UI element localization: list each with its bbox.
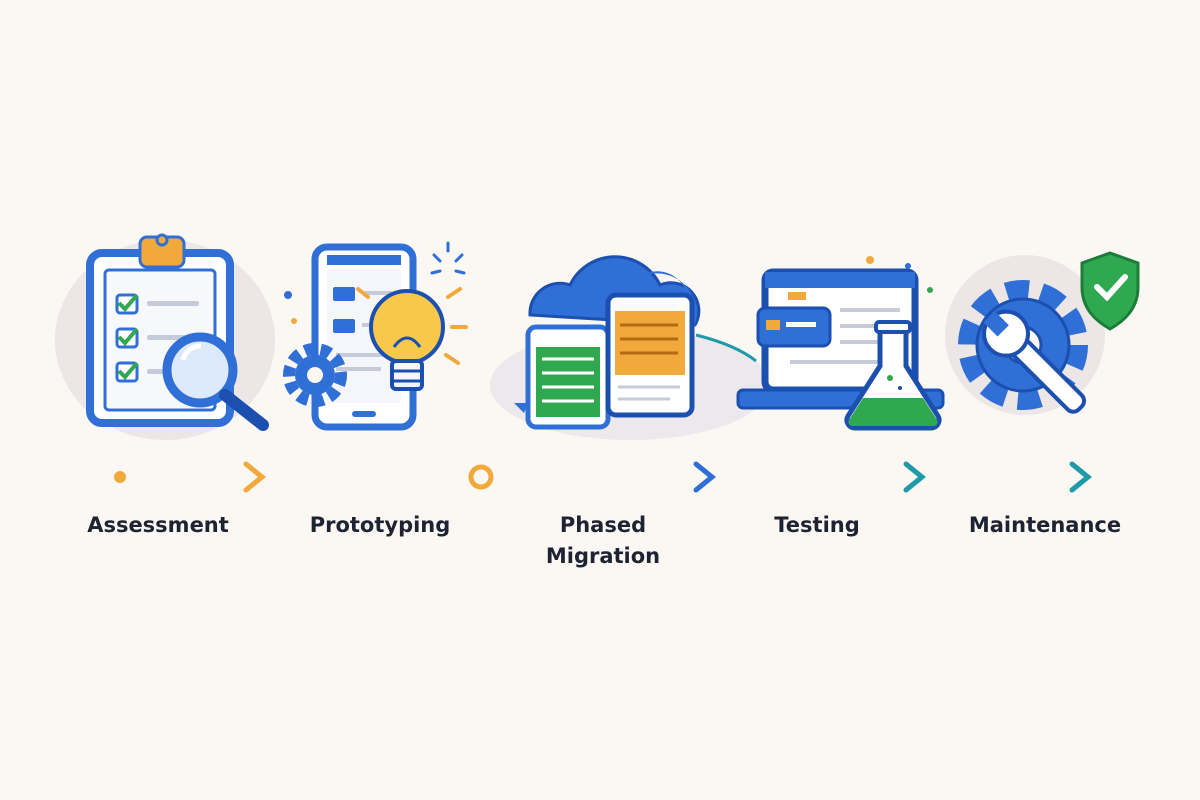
stage-label-maintenance: Maintenance bbox=[968, 513, 1122, 537]
chevron-right-icon bbox=[903, 461, 926, 493]
chevron-right-icon bbox=[693, 461, 716, 493]
chevron-right-icon bbox=[243, 461, 266, 493]
timeline-start-dot bbox=[114, 471, 126, 483]
stage-label-assessment: Assessment bbox=[87, 513, 229, 537]
cloud-documents-icon bbox=[490, 235, 770, 440]
stage-label-prototyping: Prototyping bbox=[309, 513, 451, 537]
stage-label-phased-migration: Phased Migration bbox=[545, 513, 661, 568]
timeline-node bbox=[468, 464, 494, 490]
phone-gear-lightbulb-icon bbox=[280, 235, 490, 435]
laptop-flask-icon bbox=[730, 250, 945, 435]
clipboard-checklist-magnifier-icon bbox=[55, 225, 285, 445]
chevron-right-icon bbox=[1069, 461, 1092, 493]
stage-label-testing: Testing bbox=[774, 513, 860, 537]
gear-wrench-shield-icon bbox=[945, 235, 1145, 445]
timeline-arrow bbox=[114, 461, 1092, 493]
